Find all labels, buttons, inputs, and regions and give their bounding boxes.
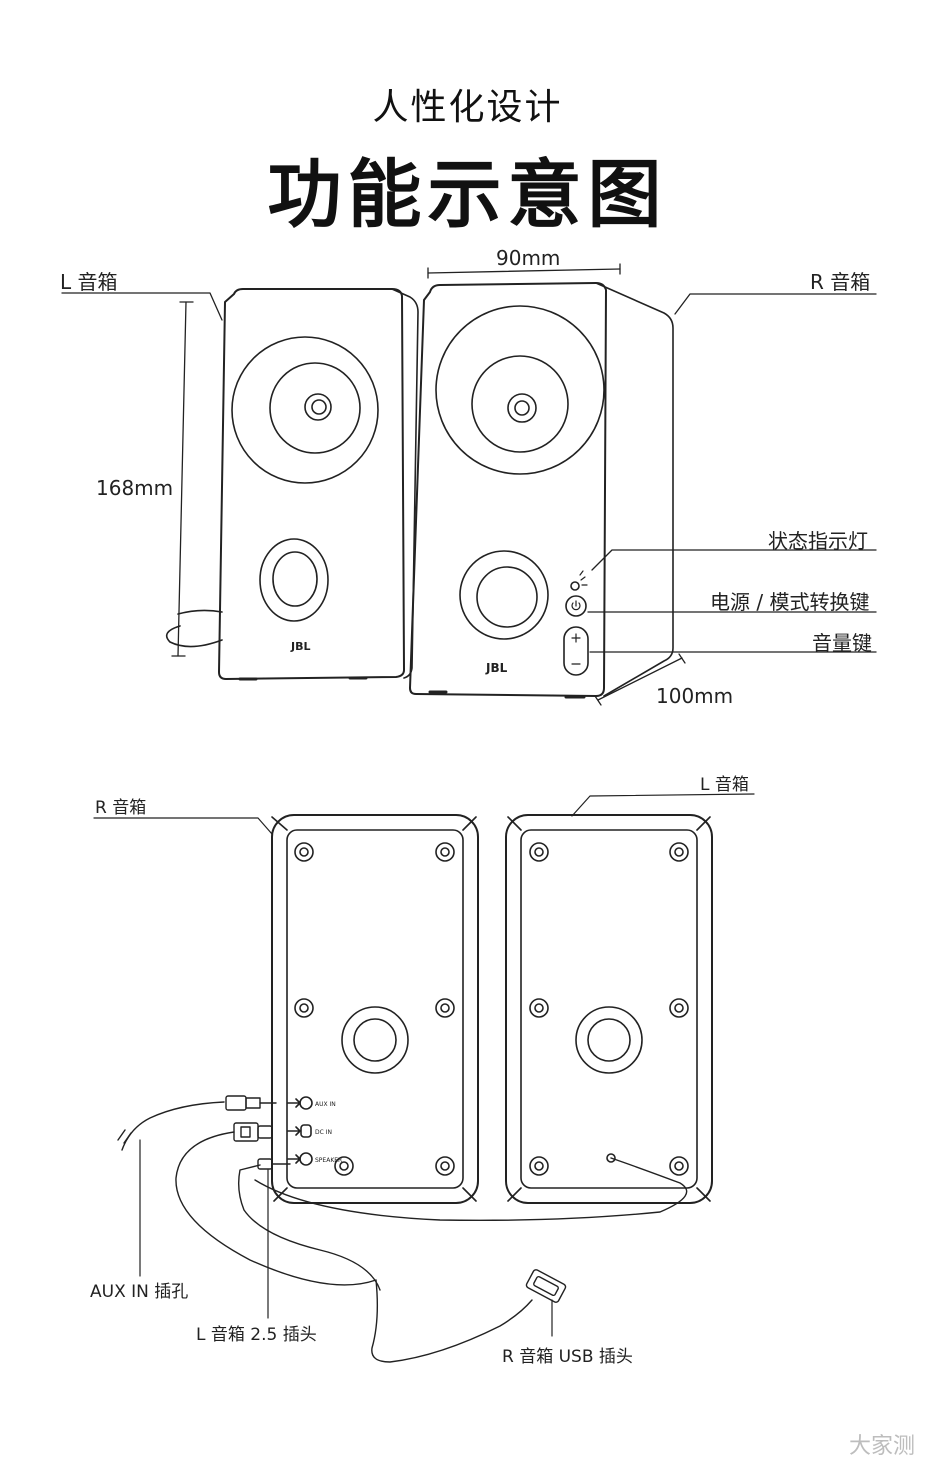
l-speaker-plug-icon — [257, 1158, 291, 1170]
rear-right-speaker-label: R 音箱 — [95, 798, 147, 818]
volume-buttons-label: 音量键 — [812, 631, 872, 655]
rear-left-speaker-label: L 音箱 — [700, 775, 749, 795]
front-left-speaker-label: L 音箱 — [60, 270, 118, 294]
volume-rocker[interactable] — [563, 626, 589, 676]
l-speaker-plug-label: L 音箱 2.5 插头 — [196, 1325, 317, 1345]
front-left-speaker: JBL — [165, 288, 419, 681]
page-title: 功能示意图 — [267, 152, 668, 238]
power-icon — [571, 600, 581, 611]
depth-dimension: 100mm — [656, 684, 734, 708]
front-right-speaker: JBL — [409, 282, 674, 699]
port-label-speaker: SPEAKER — [315, 1157, 342, 1164]
r-speaker-usb-plug-label: R 音箱 USB 插头 — [502, 1347, 633, 1367]
aux-in-port[interactable]: AUX IN — [287, 1096, 336, 1110]
status-led-icon — [570, 581, 580, 591]
port-label-dc-in: DC IN — [315, 1129, 332, 1136]
port-label-aux-in: AUX IN — [315, 1101, 336, 1108]
front-right-logo: JBL — [485, 661, 508, 675]
speaker-out-port[interactable]: SPEAKER — [287, 1152, 342, 1166]
rear-left-speaker — [505, 814, 713, 1204]
status-indicator-label: 状态指示灯 — [768, 529, 868, 553]
cables — [117, 1095, 688, 1363]
usb-plug-icon — [525, 1269, 567, 1303]
power-mode-button-label: 电源 / 模式转换键 — [710, 590, 870, 614]
front-right-speaker-label: R 音箱 — [810, 270, 871, 294]
watermark: 大家测 — [848, 1434, 915, 1459]
height-dimension: 168mm — [96, 476, 174, 500]
aux-plug-icon — [225, 1095, 277, 1111]
volume-up-icon — [571, 633, 581, 643]
power-button[interactable] — [565, 595, 587, 617]
dc-plug-icon — [233, 1122, 273, 1142]
width-dimension: 90mm — [496, 246, 561, 270]
dc-in-port[interactable]: DC IN — [287, 1124, 332, 1138]
rear-right-speaker: AUX IN DC IN SPEAKER — [271, 814, 479, 1204]
aux-in-jack-label: AUX IN 插孔 — [90, 1282, 189, 1302]
rear-leader-lines — [93, 793, 755, 1337]
front-left-logo: JBL — [290, 640, 311, 653]
page-subtitle: 人性化设计 — [372, 87, 563, 128]
front-dimension-lines — [61, 263, 877, 706]
